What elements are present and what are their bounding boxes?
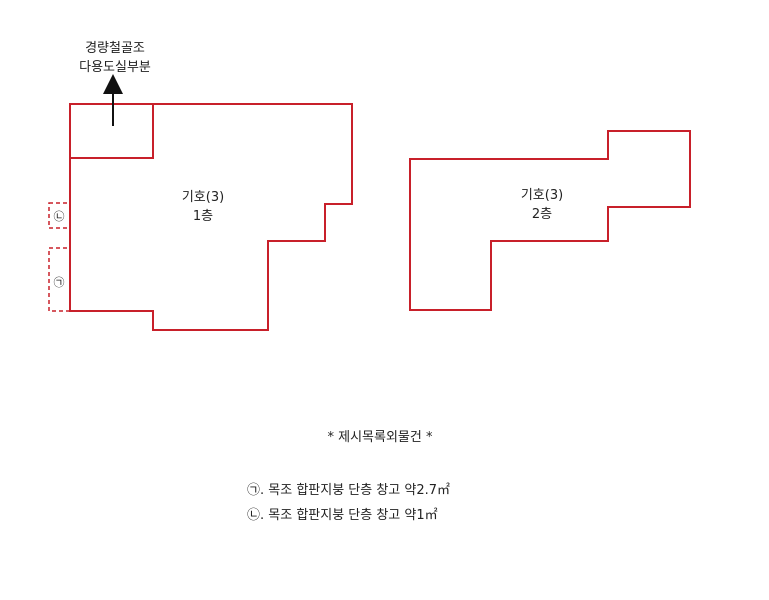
annex-label-line2: 다용도실부분 (79, 60, 151, 75)
shed-b-marker: ㉡ (54, 210, 65, 223)
building1-floor: 1층 (193, 209, 213, 224)
shed-a-marker: ㉠ (54, 276, 65, 289)
notes-item-a: ㉠. 목조 합판지붕 단층 창고 약2.7㎡ (247, 483, 450, 498)
shed-b-outline (48, 202, 71, 229)
building2-label: 기호(3) (521, 188, 563, 203)
annex-room (69, 103, 154, 159)
building2-outline (409, 130, 691, 311)
notes-title: * 제시목록외물건 * (328, 430, 433, 445)
annex-label-line1: 경량철골조 (85, 41, 145, 56)
building2-floor: 2층 (532, 207, 552, 222)
building1-label: 기호(3) (182, 190, 224, 205)
notes-item-b: ㉡. 목조 합판지붕 단층 창고 약1㎡ (247, 508, 438, 523)
shed-a-outline (48, 247, 71, 312)
building1-outline (69, 103, 353, 331)
